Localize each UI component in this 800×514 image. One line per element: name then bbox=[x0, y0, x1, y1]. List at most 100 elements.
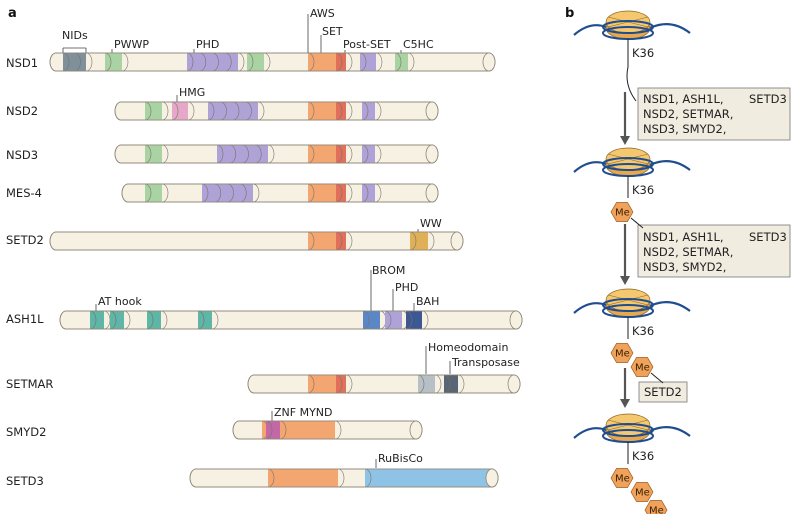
dna-wrap bbox=[602, 423, 654, 437]
domain-edge bbox=[362, 310, 370, 330]
domain-edge bbox=[345, 144, 353, 164]
domain-segment bbox=[336, 232, 346, 250]
protein-bar bbox=[121, 183, 439, 203]
protein-bar bbox=[247, 374, 521, 394]
domain-edge bbox=[161, 183, 169, 203]
domain-segment bbox=[336, 102, 346, 120]
domain-edge bbox=[85, 52, 93, 72]
domain-segment bbox=[308, 53, 336, 71]
domain-edge bbox=[417, 374, 425, 394]
k36-residue-label: K36 bbox=[632, 449, 654, 463]
protein-bar bbox=[232, 420, 423, 440]
domain-segment bbox=[360, 53, 376, 71]
domain-segment bbox=[90, 311, 104, 329]
enzyme-line: NSD3, SMYD2, bbox=[643, 122, 726, 136]
domain-edge bbox=[257, 101, 265, 121]
domain-edge bbox=[246, 52, 254, 72]
protein-end-cap bbox=[425, 183, 439, 203]
domain-segment bbox=[198, 311, 212, 329]
protein-name-nsd1: NSD1 bbox=[6, 56, 38, 70]
domain-segment bbox=[280, 421, 335, 439]
domain-edge bbox=[160, 310, 168, 330]
domain-segment bbox=[410, 232, 428, 250]
domain-segment bbox=[145, 102, 162, 120]
domain-segment bbox=[365, 469, 490, 487]
protein-end-cap bbox=[509, 310, 523, 330]
protein-end-cap bbox=[425, 144, 439, 164]
domain-edge bbox=[197, 310, 205, 330]
domain-edge bbox=[62, 52, 70, 72]
domain-edge bbox=[405, 310, 413, 330]
domain-edge bbox=[74, 52, 81, 72]
domain-edge bbox=[207, 101, 215, 121]
domain-edge bbox=[359, 52, 367, 72]
domain-edge bbox=[242, 144, 249, 164]
domain-edge bbox=[123, 310, 131, 330]
methyl-group bbox=[630, 357, 654, 377]
domain-edge bbox=[384, 310, 392, 330]
domain-edge bbox=[361, 144, 369, 164]
methyl-group bbox=[630, 482, 654, 502]
domain-edge bbox=[335, 231, 343, 251]
protein-backbone bbox=[121, 183, 439, 203]
domain-edge bbox=[279, 420, 287, 440]
domain-segment bbox=[385, 311, 402, 329]
domain-segment bbox=[145, 145, 162, 163]
domain-edge bbox=[227, 183, 234, 203]
enzyme-box-3: SETD2 bbox=[638, 381, 688, 403]
methyl-group bbox=[644, 500, 668, 514]
domain-edge bbox=[104, 52, 112, 72]
domain-edge bbox=[186, 52, 194, 72]
domain-segment bbox=[147, 311, 161, 329]
at-hook-label: AT hook bbox=[98, 295, 142, 308]
domain-segment bbox=[217, 145, 268, 163]
phd-label: PHD bbox=[196, 38, 219, 51]
domain-edge bbox=[335, 183, 343, 203]
domain-edge bbox=[335, 52, 343, 72]
protein-bar bbox=[49, 52, 496, 72]
domain-edge bbox=[216, 144, 224, 164]
domain-edge bbox=[307, 231, 315, 251]
histone-tail-end bbox=[650, 372, 664, 384]
protein-end-cap bbox=[425, 101, 439, 121]
panel-a-label: a bbox=[8, 6, 17, 21]
methyl-label: Me bbox=[615, 349, 630, 360]
dna-wrap bbox=[602, 157, 654, 171]
domain-edge bbox=[345, 183, 353, 203]
znf-mynd-label: ZNF MYND bbox=[274, 406, 333, 419]
pathway-arrows bbox=[620, 92, 630, 408]
methyl-group bbox=[610, 202, 634, 222]
nucleosome: K36 bbox=[573, 10, 691, 102]
protein-bar bbox=[114, 144, 439, 164]
homeodomain-label: Homeodomain bbox=[428, 341, 508, 354]
domain-segment bbox=[110, 311, 124, 329]
domain-edge bbox=[361, 101, 369, 121]
domain-segment bbox=[145, 184, 162, 202]
enzyme-extra: SETD3 bbox=[749, 230, 787, 244]
domain-segment bbox=[444, 375, 458, 393]
rubisco-label: RuBisCo bbox=[378, 452, 423, 465]
domain-edge bbox=[335, 374, 343, 394]
histone-tail-end bbox=[630, 217, 644, 229]
annotation-leaders bbox=[62, 14, 451, 468]
domain-edge bbox=[407, 52, 415, 72]
k36-residue-label: K36 bbox=[632, 183, 654, 197]
protein-name-setd3: SETD3 bbox=[6, 474, 44, 488]
enzyme-line: NSD1, ASH1L, bbox=[643, 230, 724, 244]
domain-segment bbox=[308, 375, 336, 393]
domain-edge bbox=[255, 144, 262, 164]
domain-segment bbox=[336, 375, 346, 393]
domain-segment bbox=[336, 184, 346, 202]
protein-backbone bbox=[247, 374, 521, 394]
methyl-label: Me bbox=[635, 488, 650, 499]
protein-backbone bbox=[49, 231, 464, 251]
methyl-label: Me bbox=[649, 506, 664, 514]
domain-segment bbox=[363, 311, 380, 329]
domain-edge bbox=[263, 52, 271, 72]
c5hc-label: C5HC bbox=[403, 38, 434, 51]
domain-edge bbox=[214, 183, 222, 203]
domain-edge bbox=[89, 310, 97, 330]
